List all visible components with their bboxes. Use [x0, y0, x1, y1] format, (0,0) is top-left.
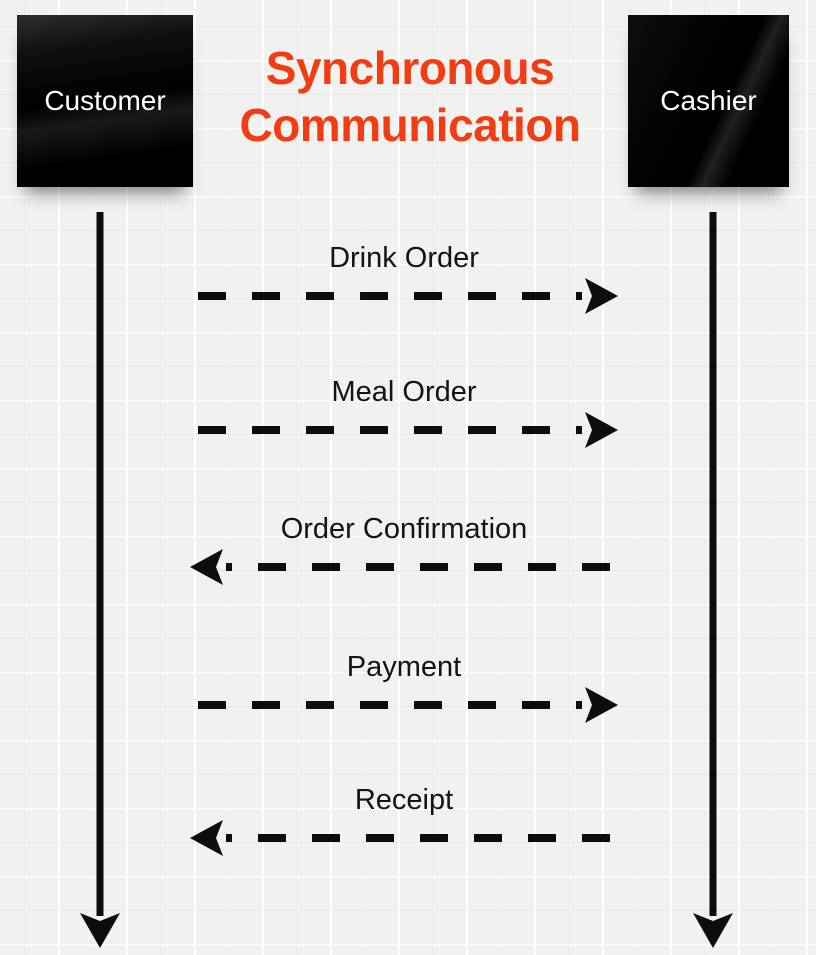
message-label: Drink Order — [329, 242, 479, 274]
dashed-arrow-right — [198, 687, 618, 723]
message-row-meal-order: Meal Order — [188, 375, 620, 455]
arrow-left-icon — [190, 820, 223, 856]
message-label: Payment — [346, 651, 462, 683]
arrow-left-icon — [190, 549, 223, 585]
message-row-order-confirmation: Order Confirmation — [188, 512, 620, 592]
title-line-1: Synchronous — [265, 42, 555, 94]
dashed-arrow-right — [198, 412, 618, 448]
title-line-2: Communication — [239, 99, 581, 151]
actor-label-customer: Customer — [44, 85, 166, 116]
message-label: Order Confirmation — [280, 513, 528, 545]
arrow-down-icon — [80, 913, 120, 948]
dashed-arrow-right — [198, 278, 618, 314]
message-row-payment: Payment — [188, 650, 620, 730]
message-label: Meal Order — [331, 376, 477, 408]
arrow-right-icon — [585, 687, 618, 723]
page-title: Synchronous Communication — [170, 40, 650, 154]
actor-box-cashier: Cashier — [628, 15, 789, 187]
actor-box-customer: Customer — [17, 15, 193, 187]
actor-label-cashier: Cashier — [660, 85, 757, 116]
message-row-drink-order: Drink Order — [188, 241, 620, 321]
arrow-right-icon — [585, 412, 618, 448]
arrow-down-icon — [693, 913, 733, 948]
message-row-receipt: Receipt — [188, 783, 620, 863]
lifeline-customer — [80, 212, 120, 948]
dashed-arrow-left — [190, 820, 610, 856]
lifeline-cashier — [693, 212, 733, 948]
message-label: Receipt — [354, 784, 454, 816]
dashed-arrow-left — [190, 549, 610, 585]
arrow-right-icon — [585, 278, 618, 314]
